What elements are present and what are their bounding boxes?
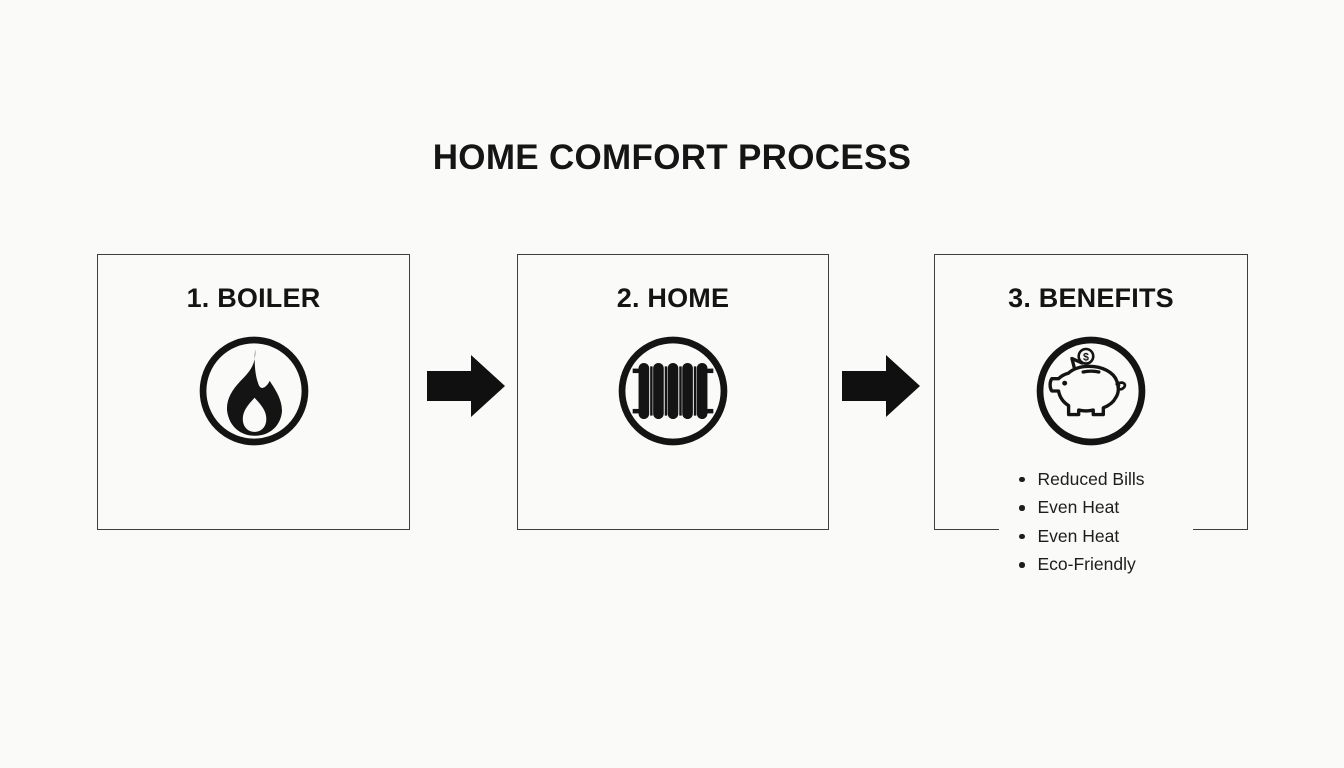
flame-icon [198, 335, 310, 447]
arrow-right-icon [842, 355, 920, 417]
benefit-item: Even Heat [999, 494, 1193, 523]
benefit-item: Reduced Bills [999, 465, 1193, 494]
benefit-label: Eco-Friendly [1037, 554, 1136, 575]
coin-dollar-glyph: $ [1083, 351, 1089, 363]
step-heading-benefits: 3. BENEFITS [1008, 283, 1174, 313]
bullet-dot [1019, 562, 1025, 568]
benefit-label: Even Heat [1037, 497, 1120, 518]
page-title: HOME COMFORT PROCESS [432, 138, 912, 177]
bullet-dot [1019, 476, 1025, 482]
benefit-label: Reduced Bills [1037, 468, 1145, 489]
radiator-icon [617, 335, 729, 447]
step-box-home: 2. HOME [517, 254, 829, 530]
step-box-boiler: 1. BOILER [97, 254, 410, 530]
step-heading-boiler: 1. BOILER [186, 283, 321, 313]
benefit-label: Even Heat [1037, 525, 1120, 546]
arrow-right-icon [427, 355, 505, 417]
benefit-item: Eco-Friendly [999, 551, 1193, 580]
bullet-dot [1019, 533, 1025, 539]
step-box-benefits: 3. BENEFITS $ Reduced Bills [934, 254, 1248, 581]
piggy-bank-icon: $ [1035, 335, 1147, 447]
benefit-item: Even Heat [999, 522, 1193, 551]
benefits-list: Reduced Bills Even Heat Even Heat Eco-Fr… [999, 463, 1193, 581]
step-heading-home: 2. HOME [616, 283, 730, 313]
bullet-dot [1019, 505, 1025, 511]
